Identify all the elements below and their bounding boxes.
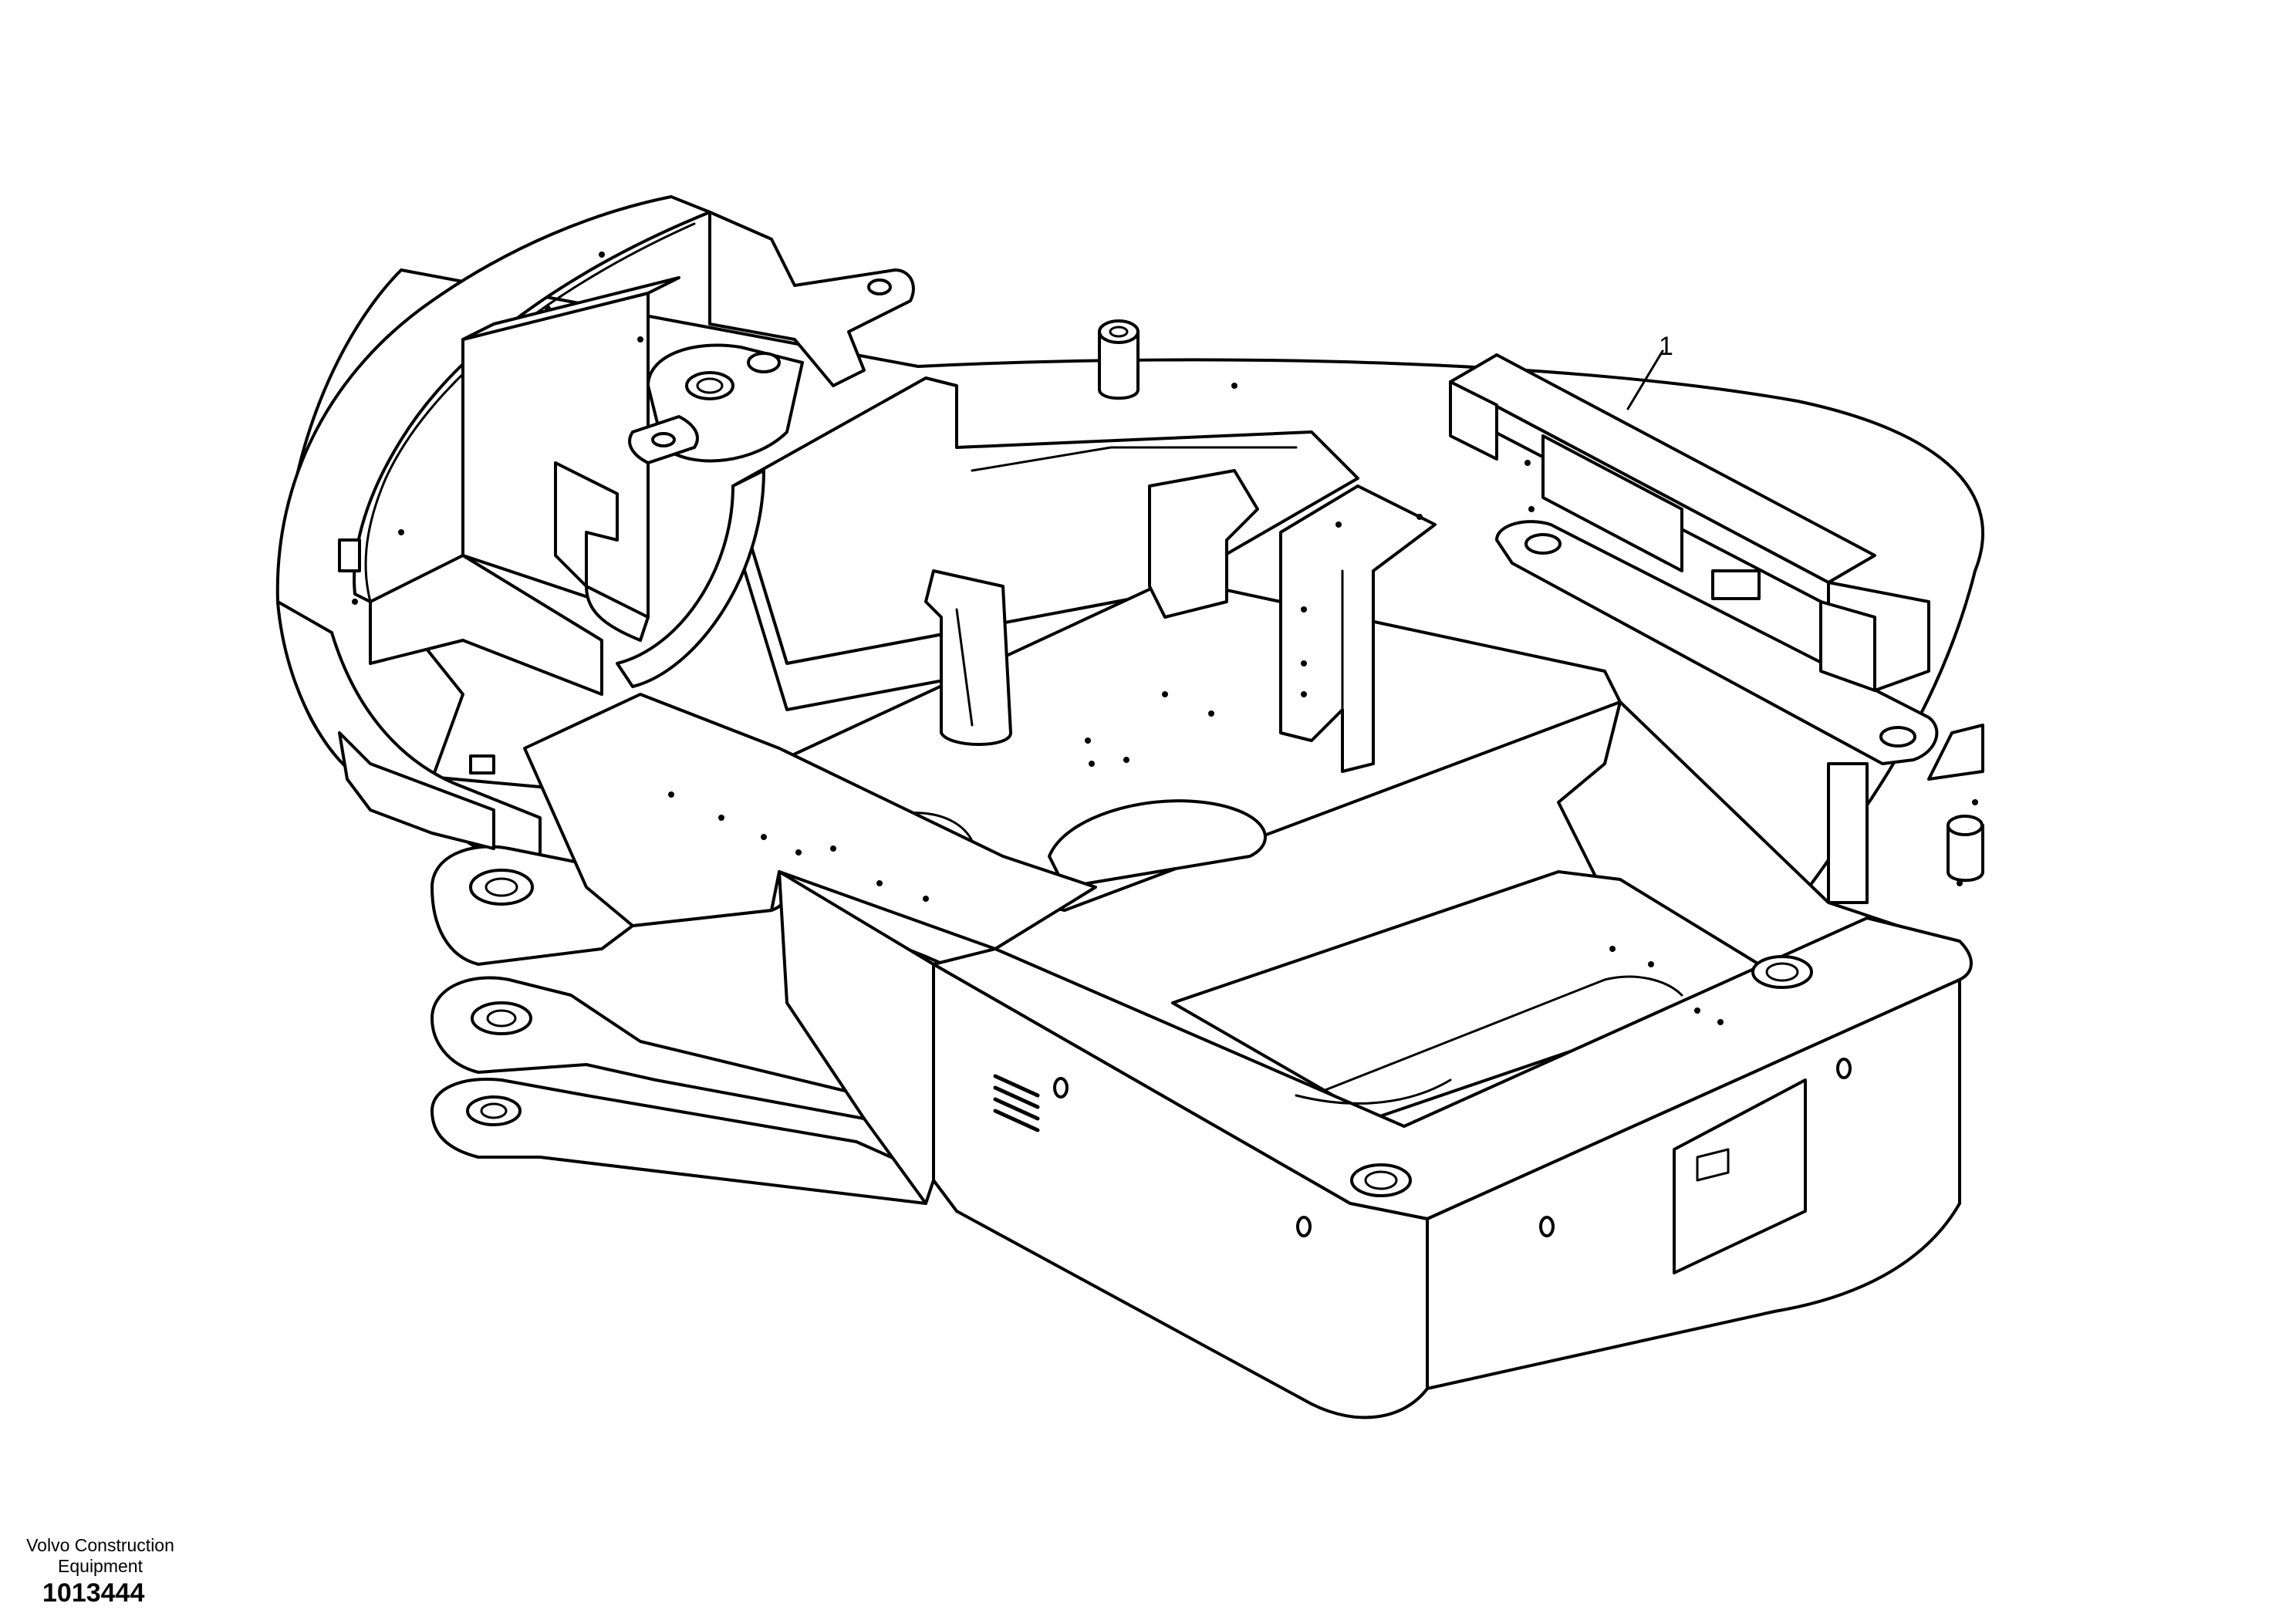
vent-slot-4 [993, 1109, 1040, 1132]
credit-line-2: Equipment [58, 1556, 143, 1576]
inspection-cover [1673, 1078, 1807, 1274]
pivot-lug-upper-hole [469, 869, 534, 906]
bolt-holes [352, 251, 1978, 1025]
rear-vertical-plate-top [461, 276, 680, 341]
rear-pivot-boss [747, 352, 781, 373]
right-cross-arm [1495, 520, 1939, 765]
counterweight-mid-box [1541, 434, 1683, 572]
rear-pivot-link-hole [651, 432, 676, 447]
callout-1-leader [1626, 349, 1664, 410]
lift-eye-left-inner [1364, 1170, 1398, 1190]
right-small-bracket [1927, 724, 1984, 781]
counterweight-hole-bracket [1711, 569, 1761, 600]
lift-eye-right-inner [1765, 962, 1799, 982]
upright-bracket-right [1279, 484, 1437, 773]
upright-bracket-left-edge [955, 608, 974, 727]
right-small-post [1947, 824, 1984, 883]
rear-wall-slot [338, 731, 495, 850]
rear-pivot-hole-inner [696, 377, 724, 394]
document-number: 1013444 [42, 1578, 145, 1608]
main-beam-left-inner [971, 446, 1298, 472]
rear-pivot-hole [685, 371, 734, 400]
pivot-lug-middle-bore [486, 1009, 517, 1028]
credit-line-1: Volvo Construction [26, 1535, 174, 1555]
lift-eye-left-outer [1350, 1163, 1412, 1197]
swing-bearing-opening [1048, 799, 1267, 889]
center-top-post-cap [1098, 319, 1140, 344]
publisher-credit: Volvo Construction Equipment [15, 1535, 185, 1577]
center-top-post-bore [1109, 326, 1129, 338]
right-small-post-cap [1947, 815, 1984, 836]
pivot-lug-lower-bore [480, 1102, 508, 1119]
rear-small-post-left [338, 538, 361, 572]
front-beam-top-inner-edge [1295, 1078, 1452, 1105]
right-cross-arm-hole-left [1524, 533, 1562, 555]
inspection-cover-notch [1696, 1148, 1730, 1182]
beam-hole-2 [1296, 1216, 1312, 1237]
upright-bracket-left [924, 569, 1012, 746]
beam-hole-1 [1053, 1077, 1069, 1099]
rear-bracket-hole [867, 278, 892, 295]
counterweight-end-left [1449, 380, 1498, 461]
right-cross-arm-leg [1827, 762, 1869, 904]
vent-slot-3 [993, 1097, 1040, 1121]
pivot-lug-middle [430, 976, 866, 1120]
front-right-floor-inner [1310, 975, 1683, 1097]
rear-top-bracket [708, 211, 915, 387]
rear-wall-inner-curve [364, 222, 696, 603]
callout-1-label: 1 [1659, 332, 1673, 361]
beam-hole-4 [1836, 1058, 1852, 1079]
vent-slot-1 [993, 1074, 1040, 1098]
counterweight-end-right-side [1819, 600, 1876, 692]
upright-bracket-center [1148, 469, 1259, 619]
rear-wall-tab [469, 754, 495, 775]
vent-slot-2 [993, 1085, 1040, 1109]
pivot-lug-upper-bore [485, 877, 518, 897]
beam-hole-3 [1539, 1216, 1555, 1237]
right-cross-arm-hole-right [1879, 726, 1916, 748]
pivot-lug-lower-hole [466, 1095, 522, 1126]
rear-hook-bracket [554, 461, 650, 642]
lift-eye-right-outer [1751, 955, 1813, 989]
pivot-lug-middle-hole [471, 1001, 532, 1035]
center-top-post [1098, 330, 1140, 400]
arch-strut [616, 469, 765, 688]
pivot-lug-lower [430, 1078, 927, 1205]
